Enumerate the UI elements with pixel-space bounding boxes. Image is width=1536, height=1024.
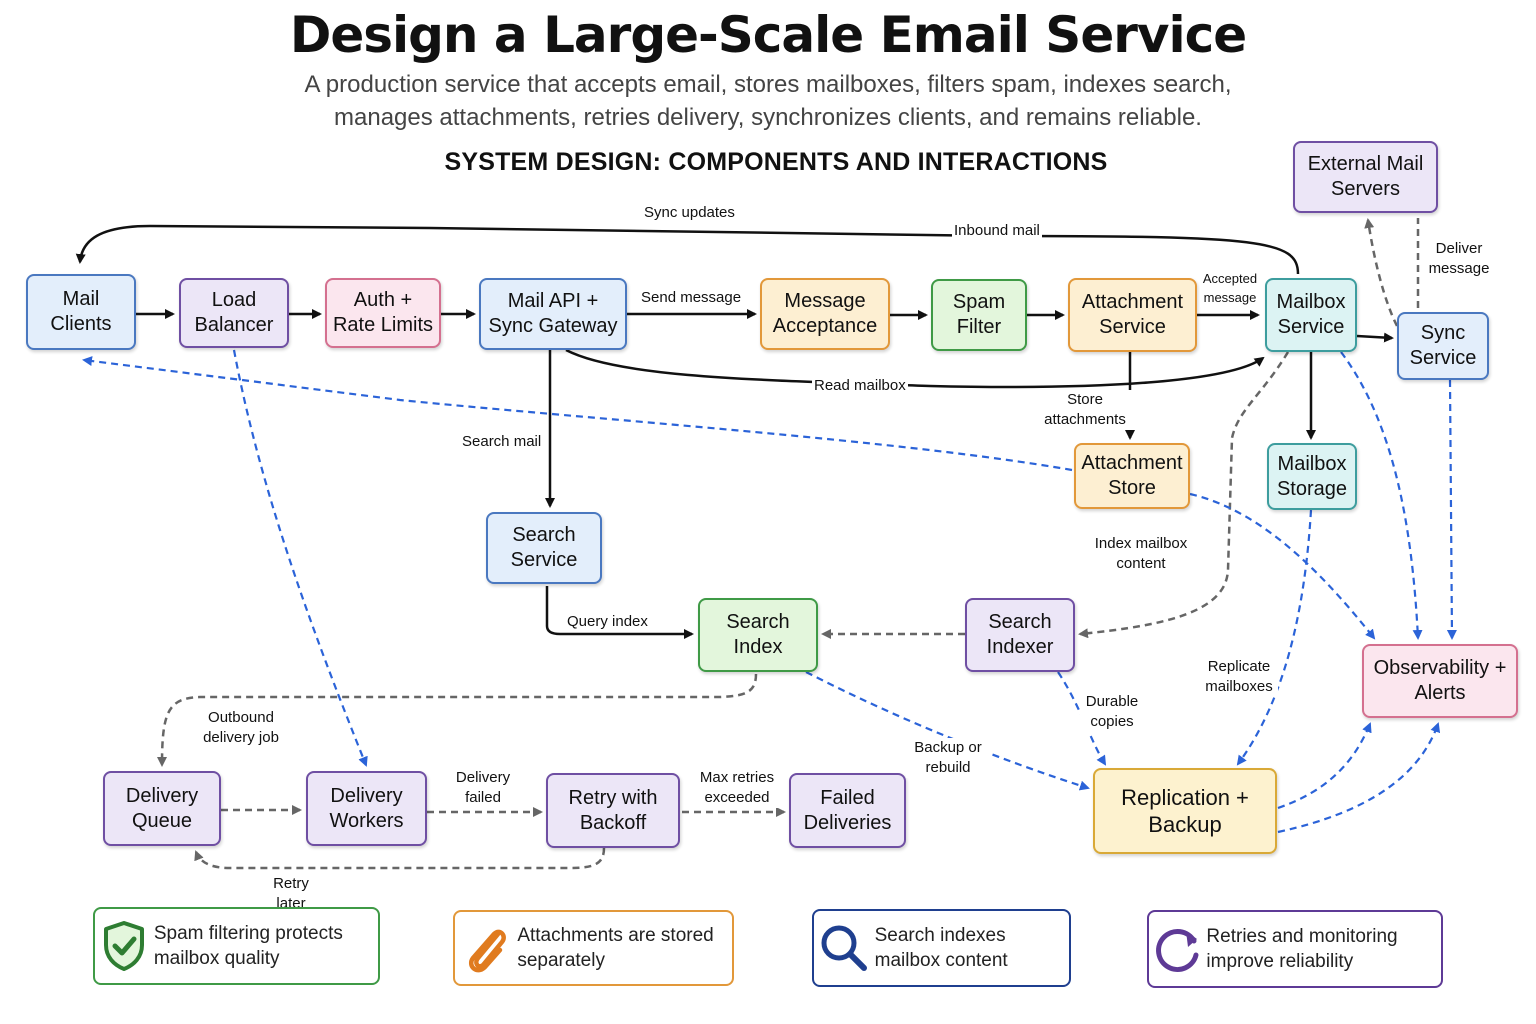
- edge-retry-later: [194, 847, 606, 870]
- edge-indexer-replication: [1057, 671, 1107, 766]
- card-retries-text: Retries and monitoring improve reliabili…: [1206, 926, 1398, 972]
- label-index-mailbox-content: Index mailbox content: [1088, 534, 1194, 574]
- edge-storage-replication: [1236, 509, 1313, 766]
- edge-mailbox-obs: [1340, 351, 1423, 640]
- edge-sync-updates: [75, 224, 1300, 275]
- node-sync-service: Sync Service: [1397, 312, 1489, 380]
- node-observability: Observability + Alerts: [1362, 644, 1518, 718]
- edge-outbound-job: [157, 673, 758, 767]
- diagram-subtitle: A production service that accepts email,…: [304, 71, 1232, 131]
- shield-check-icon: [95, 919, 154, 973]
- node-mail-api: Mail API + Sync Gateway: [479, 278, 627, 350]
- card-spam-filtering: Spam filtering protects mailbox quality: [93, 907, 380, 985]
- label-sync-updates: Sync updates: [642, 203, 737, 223]
- diagram-title: Design a Large-Scale Email Service: [289, 6, 1247, 64]
- node-retry-backoff: Retry with Backoff: [546, 773, 680, 848]
- label-durable-copies: Durable copies: [1080, 692, 1144, 732]
- card-search-text: Search indexes mailbox content: [874, 925, 1008, 971]
- edge-attachstore-obs: [1189, 492, 1376, 640]
- label-read-mailbox: Read mailbox: [812, 376, 908, 396]
- node-message-acceptance: Message Acceptance: [760, 278, 890, 350]
- refresh-icon: [1149, 921, 1206, 977]
- card-search: Search indexes mailbox content: [812, 909, 1071, 987]
- label-send-message: Send message: [639, 288, 744, 308]
- edge-replication-obs-2: [1277, 722, 1441, 834]
- node-search-indexer: Search Indexer: [965, 598, 1075, 672]
- card-attachments: Attachments are stored separately: [453, 910, 734, 986]
- paperclip-icon: [455, 920, 517, 976]
- edge-read-mailbox: [565, 348, 1265, 389]
- node-mailbox-service: Mailbox Service: [1265, 278, 1357, 352]
- magnifier-icon: [814, 921, 875, 975]
- node-search-index: Search Index: [698, 598, 818, 672]
- label-store-attachments: Store attachments: [1038, 390, 1132, 430]
- card-spam-text: Spam filtering protects mailbox quality: [153, 923, 343, 969]
- node-external-mail-servers: External Mail Servers: [1293, 141, 1438, 213]
- label-search-mail: Search mail: [460, 432, 544, 452]
- edge-index-replication: [805, 671, 1090, 791]
- node-mailbox-storage: Mailbox Storage: [1267, 443, 1357, 510]
- edge-replication-obs-1: [1277, 722, 1372, 810]
- card-retries: Retries and monitoring improve reliabili…: [1147, 910, 1443, 988]
- label-deliver-message: Deliver message: [1428, 240, 1490, 277]
- edge-query-index: [545, 586, 694, 639]
- edge-lb-workers: [232, 349, 368, 767]
- node-delivery-queue: Delivery Queue: [103, 771, 221, 846]
- node-attachment-service: Attachment Service: [1068, 278, 1197, 352]
- section-heading: SYSTEM DESIGN: COMPONENTS AND INTERACTIO…: [444, 148, 1108, 176]
- node-replication-backup: Replication + Backup: [1093, 768, 1277, 854]
- node-load-balancer: Load Balancer: [179, 278, 289, 348]
- label-replicate-mailboxes: Replicate mailboxes: [1200, 657, 1278, 697]
- label-query-index: Query index: [565, 612, 650, 632]
- edge-index-content: [1078, 351, 1290, 639]
- node-failed-deliveries: Failed Deliveries: [789, 773, 906, 848]
- node-attachment-store: Attachment Store: [1074, 443, 1190, 509]
- node-search-service: Search Service: [486, 512, 602, 584]
- label-outbound-delivery-job: Outbound delivery job: [196, 708, 286, 748]
- node-auth-rate-limits: Auth + Rate Limits: [325, 278, 441, 348]
- card-attachments-text: Attachments are stored separately: [517, 925, 714, 971]
- label-max-retries-exceeded: Max retries exceeded: [694, 768, 780, 808]
- edge-sync-obs: [1446, 379, 1457, 640]
- edge-mailbox-sync: [1356, 332, 1394, 343]
- node-spam-filter: Spam Filter: [931, 279, 1027, 351]
- label-accepted-message: Accepted message: [1200, 269, 1260, 307]
- label-inbound-mail: Inbound mail: [952, 221, 1042, 241]
- edge-attachstore-clients: [82, 356, 1073, 472]
- node-delivery-workers: Delivery Workers: [306, 771, 427, 846]
- label-delivery-failed: Delivery failed: [448, 768, 518, 808]
- edge-to-external: [1364, 218, 1399, 327]
- node-mail-clients: Mail Clients: [26, 274, 136, 350]
- label-backup-or-rebuild: Backup or rebuild: [906, 738, 990, 778]
